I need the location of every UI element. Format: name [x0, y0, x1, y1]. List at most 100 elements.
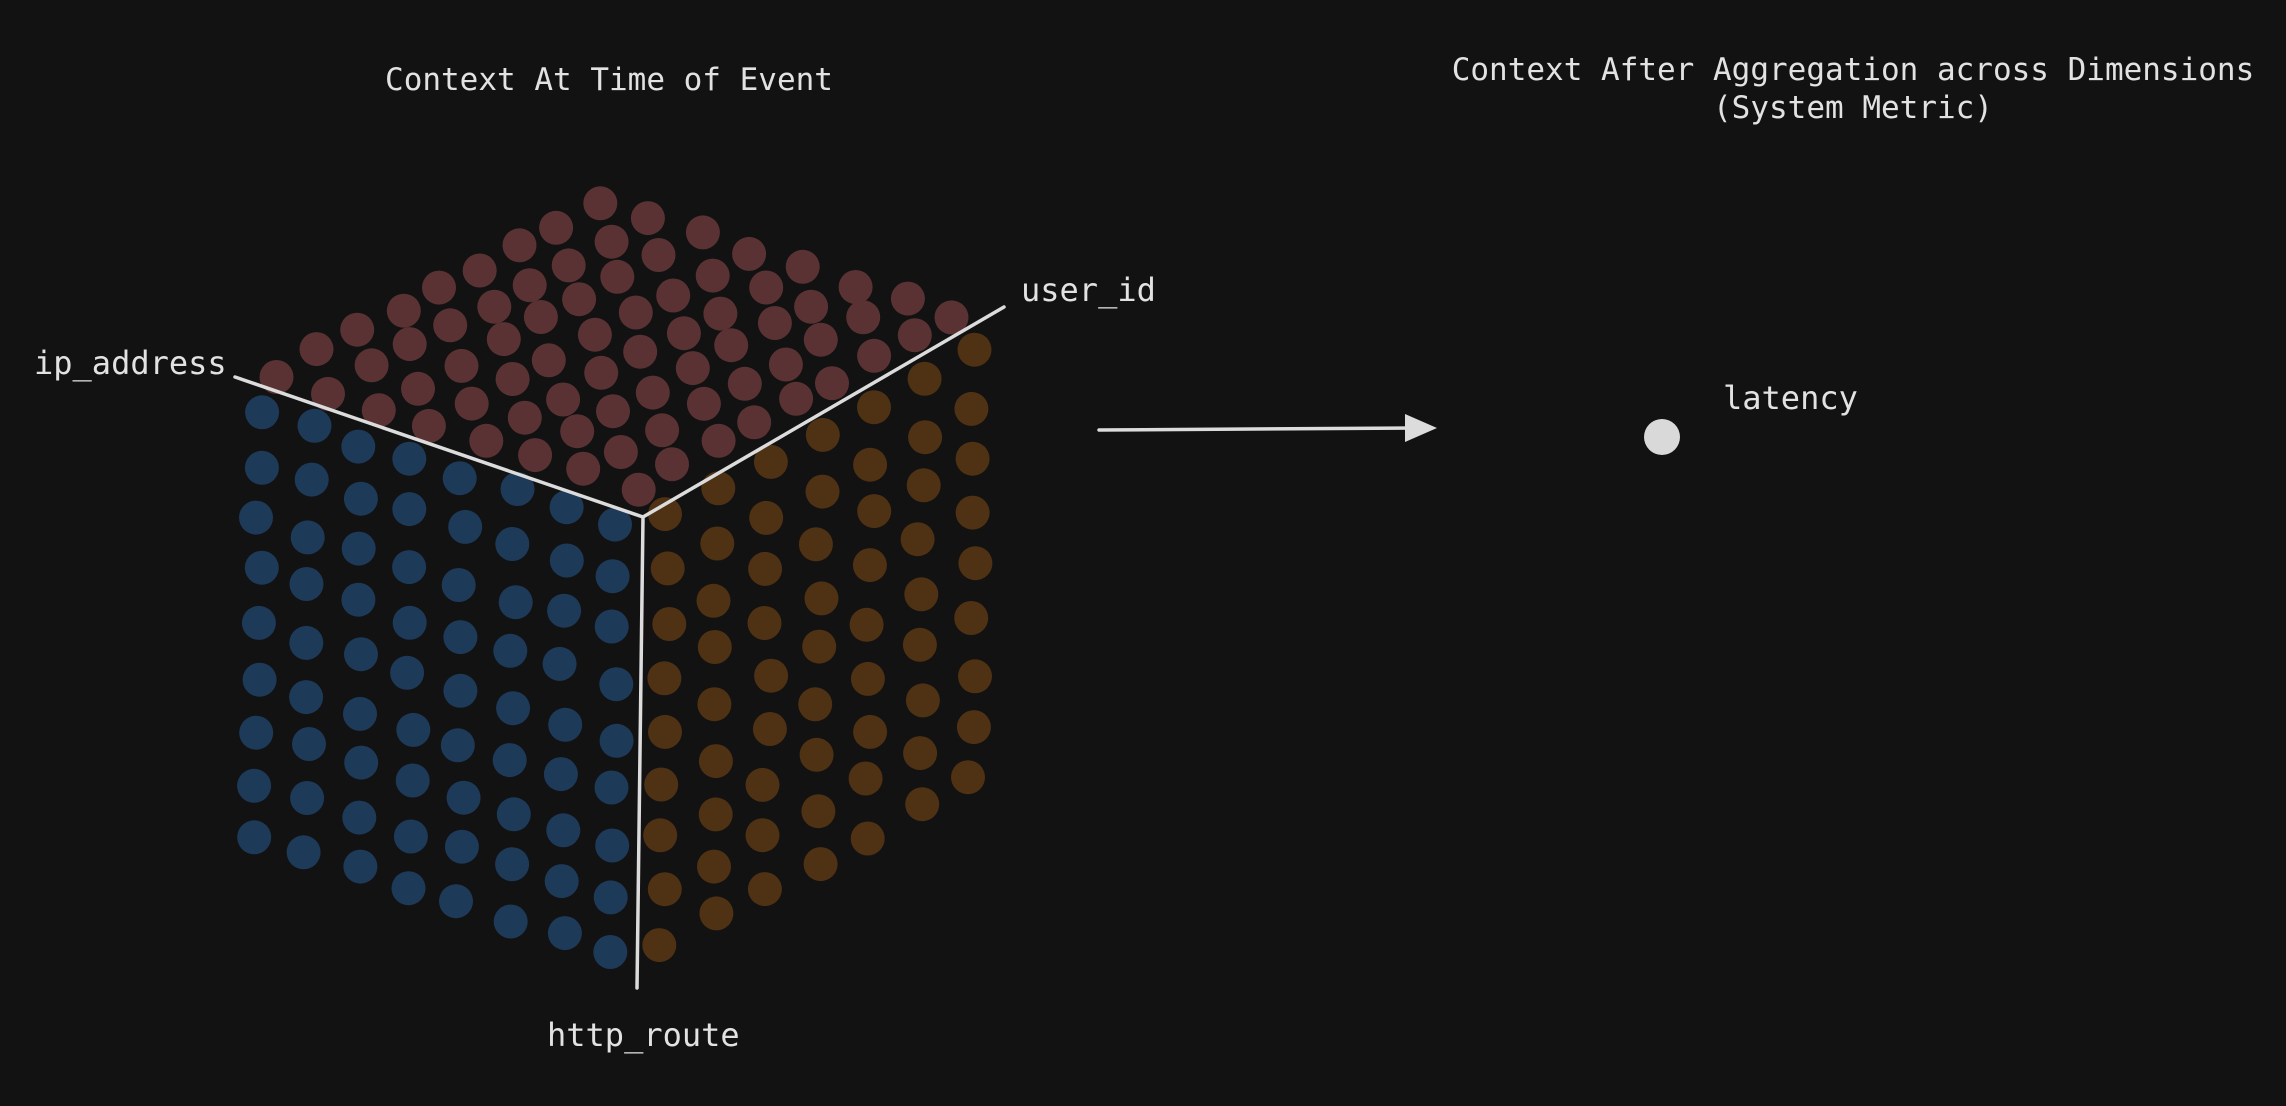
- right-face-dot: [955, 495, 990, 530]
- left-face-dot: [595, 828, 630, 863]
- left-face-dot: [393, 819, 428, 854]
- top-face-dot: [454, 386, 489, 421]
- http-route-axis-line: [635, 515, 645, 990]
- right-title-line2: (System Metric): [1713, 90, 1993, 126]
- top-face-dot: [583, 186, 618, 221]
- top-face-dot: [686, 386, 721, 421]
- metric-label: latency: [1723, 379, 1858, 417]
- user-id-label: user_id: [1021, 271, 1156, 309]
- right-face-dot: [652, 607, 687, 641]
- right-face-dot: [957, 332, 992, 367]
- right-face-dot: [754, 658, 789, 693]
- left-face-dot: [297, 408, 332, 443]
- left-face-dots: [237, 395, 634, 969]
- top-face-dot: [655, 447, 689, 482]
- right-face-dot: [643, 818, 678, 853]
- ip-address-label: ip_address: [34, 344, 227, 382]
- left-face-dot: [396, 712, 431, 747]
- metric-point: [1644, 419, 1680, 455]
- top-face-dot: [757, 306, 792, 340]
- top-face-dot: [462, 253, 497, 288]
- right-face-dot: [749, 500, 784, 535]
- top-face-dot: [897, 318, 932, 353]
- left-face-dot: [444, 829, 479, 864]
- top-face-dot: [546, 382, 581, 417]
- http-route-label: http_route: [547, 1016, 740, 1054]
- right-face-dot: [848, 761, 883, 796]
- top-face-dot: [566, 451, 601, 486]
- left-face-dot: [390, 655, 425, 690]
- right-face-dot: [804, 581, 839, 616]
- left-face-dot: [599, 723, 634, 758]
- top-face-dot: [685, 215, 720, 250]
- right-face-dot: [958, 546, 993, 581]
- left-face-dot: [289, 567, 324, 601]
- left-face-dot: [594, 770, 629, 805]
- right-face-dot: [698, 797, 733, 832]
- top-face-dot: [444, 348, 479, 383]
- top-face-dot: [695, 258, 730, 293]
- left-face-dot: [598, 507, 632, 542]
- right-face-dot: [905, 683, 940, 718]
- top-face-dot: [518, 438, 553, 473]
- right-face-dot: [650, 551, 685, 586]
- top-face-dot: [732, 236, 767, 271]
- top-face-dot: [411, 408, 446, 443]
- right-face-dot: [903, 736, 938, 771]
- left-face-dot: [495, 847, 530, 882]
- left-face-dot: [242, 662, 277, 697]
- right-face-dot: [857, 390, 891, 425]
- left-face-dot: [289, 680, 324, 715]
- left-face-dot: [496, 797, 531, 832]
- top-face-dot: [630, 201, 665, 236]
- left-face-dot: [542, 646, 577, 681]
- left-face-dot: [244, 550, 279, 585]
- top-face-dot: [675, 351, 710, 386]
- right-title-line1: Context After Aggregation across Dimensi…: [1452, 52, 2255, 88]
- left-face-dot: [241, 605, 276, 640]
- right-face-dot: [799, 737, 834, 772]
- top-face-dot: [890, 281, 925, 316]
- left-face-dot: [443, 673, 478, 708]
- top-face-dot: [846, 300, 881, 335]
- left-face-dot: [448, 509, 483, 544]
- right-face-dot: [798, 687, 833, 722]
- left-face-dot: [548, 707, 583, 742]
- left-face-dot: [446, 780, 481, 815]
- right-face-dot: [700, 526, 735, 561]
- top-face-dot: [645, 413, 680, 448]
- top-face-dot: [635, 375, 670, 410]
- top-face-dot: [340, 312, 375, 347]
- right-face-dot: [955, 441, 990, 476]
- right-face-dot: [956, 710, 991, 745]
- right-face-dot: [849, 607, 884, 642]
- left-face-dot: [442, 461, 477, 496]
- left-face-dot: [341, 429, 376, 464]
- top-face-dot: [656, 278, 691, 313]
- top-face-dot: [641, 238, 676, 272]
- left-face-dot: [496, 691, 531, 726]
- right-face-dot: [954, 601, 989, 635]
- right-face-dots: [642, 332, 993, 963]
- left-face-dot: [495, 527, 530, 561]
- top-face-dot: [354, 348, 389, 383]
- left-face-dot: [439, 884, 473, 919]
- top-face-dot: [401, 371, 435, 406]
- left-face-dot: [292, 727, 326, 761]
- left-face-dot: [343, 849, 378, 884]
- right-face-dot: [805, 474, 840, 509]
- top-face-dot: [477, 289, 512, 324]
- left-face-dot: [441, 568, 476, 602]
- right-face-dot: [905, 787, 940, 822]
- top-face-dot: [785, 249, 820, 284]
- left-face-dot: [342, 800, 377, 835]
- left-face-dot: [344, 637, 378, 672]
- right-face-dot: [748, 551, 783, 586]
- right-face-dot: [853, 447, 888, 482]
- top-face-dot: [311, 376, 345, 411]
- top-face-dot: [433, 308, 468, 343]
- top-face-dot: [392, 327, 427, 362]
- top-face-dot: [560, 414, 595, 449]
- left-face-dot: [289, 625, 324, 660]
